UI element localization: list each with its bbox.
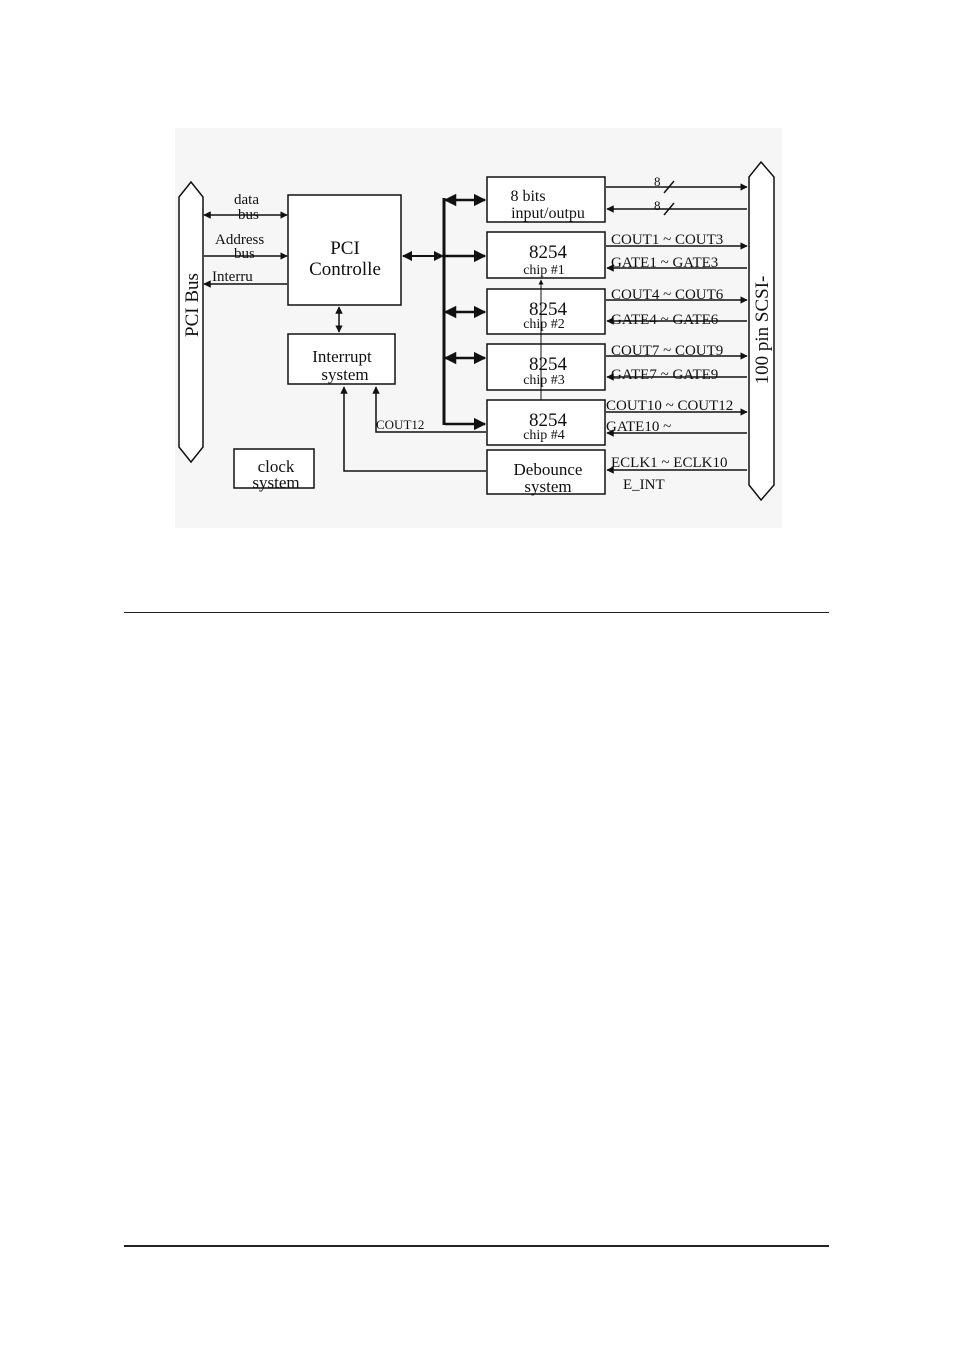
chip-1-box: 8254 chip #1 xyxy=(486,231,606,279)
io-in-bits: 8 xyxy=(654,198,661,213)
chip-1-sub: chip #1 xyxy=(523,263,565,278)
io-in-slash xyxy=(663,202,675,216)
chip-4-title: 8254 xyxy=(529,410,568,431)
clock-system-label: clock xyxy=(258,457,295,476)
io-block-box xyxy=(486,176,606,223)
scsi-connector-label: 100 pin SCSI- xyxy=(752,276,773,385)
chip-2-box: 8254 chip #2 xyxy=(486,288,606,335)
chip-4-sub: chip #4 xyxy=(523,428,565,443)
chip-3-box: 8254 chip #3 xyxy=(486,343,606,391)
chip-2-title: 8254 xyxy=(529,299,568,320)
chip-4-out-label: COUT10 ~ COUT12 xyxy=(606,398,733,414)
pci-controller-label-2: Controlle xyxy=(309,259,381,280)
horizontal-rule-top xyxy=(124,612,829,613)
io-out-bits: 8 xyxy=(654,174,661,189)
pci-bus-label: PCI Bus xyxy=(182,273,203,337)
cout12-label: COUT12 xyxy=(376,417,424,432)
io-block-label: 8 bits xyxy=(510,188,545,205)
chip-4-box: 8254 chip #4 xyxy=(486,399,606,446)
horizontal-rule-bottom xyxy=(124,1245,829,1247)
data-bus-label: data xyxy=(234,192,259,208)
interrupt-system-label: Interrupt xyxy=(312,347,372,366)
chip-1-out-label: COUT1 ~ COUT3 xyxy=(611,232,723,248)
chip-2-out-label: COUT4 ~ COUT6 xyxy=(611,287,724,303)
io-block-label-2: input/outpu xyxy=(511,205,585,222)
data-bus-label-2: bus xyxy=(238,207,259,223)
address-bus-label-2: bus xyxy=(234,246,255,262)
scsi-connector-shape xyxy=(748,160,775,502)
interrupt-system-label-2: system xyxy=(321,365,368,384)
pci-controller-box xyxy=(287,194,402,306)
io-out-slash xyxy=(663,180,675,194)
e-int-label: E_INT xyxy=(623,477,665,493)
debounce-system-box xyxy=(486,449,606,495)
debounce-system-label: Debounce xyxy=(514,460,583,479)
debounce-interrupt-line xyxy=(340,386,486,472)
pci-bus-shape xyxy=(178,180,204,464)
interrupt-line-label: Interru xyxy=(212,269,253,285)
interrupt-system-box xyxy=(287,333,396,385)
clock-system-box xyxy=(233,448,315,489)
chip-1-title: 8254 xyxy=(529,242,568,263)
chip-3-title: 8254 xyxy=(529,354,568,375)
chip-3-out-label: COUT7 ~ COUT9 xyxy=(611,343,723,359)
address-bus-label: Address xyxy=(215,232,264,248)
eclk-label: ECLK1 ~ ECLK10 xyxy=(611,455,727,471)
chip-3-in-label: GATE7 ~ GATE9 xyxy=(611,367,718,383)
chip-4-in-label: GATE10 ~ xyxy=(606,419,671,435)
chip-1-in-label: GATE1 ~ GATE3 xyxy=(611,255,718,271)
chip-3-sub: chip #3 xyxy=(523,373,565,388)
chip-2-in-label: GATE4 ~ GATE6 xyxy=(611,312,719,328)
debounce-system-label-2: system xyxy=(524,477,571,496)
pci-controller-label: PCI xyxy=(330,238,360,259)
chip-2-sub: chip #2 xyxy=(523,317,565,332)
cout12-line xyxy=(372,386,486,433)
clock-system-label-2: system xyxy=(252,473,299,492)
